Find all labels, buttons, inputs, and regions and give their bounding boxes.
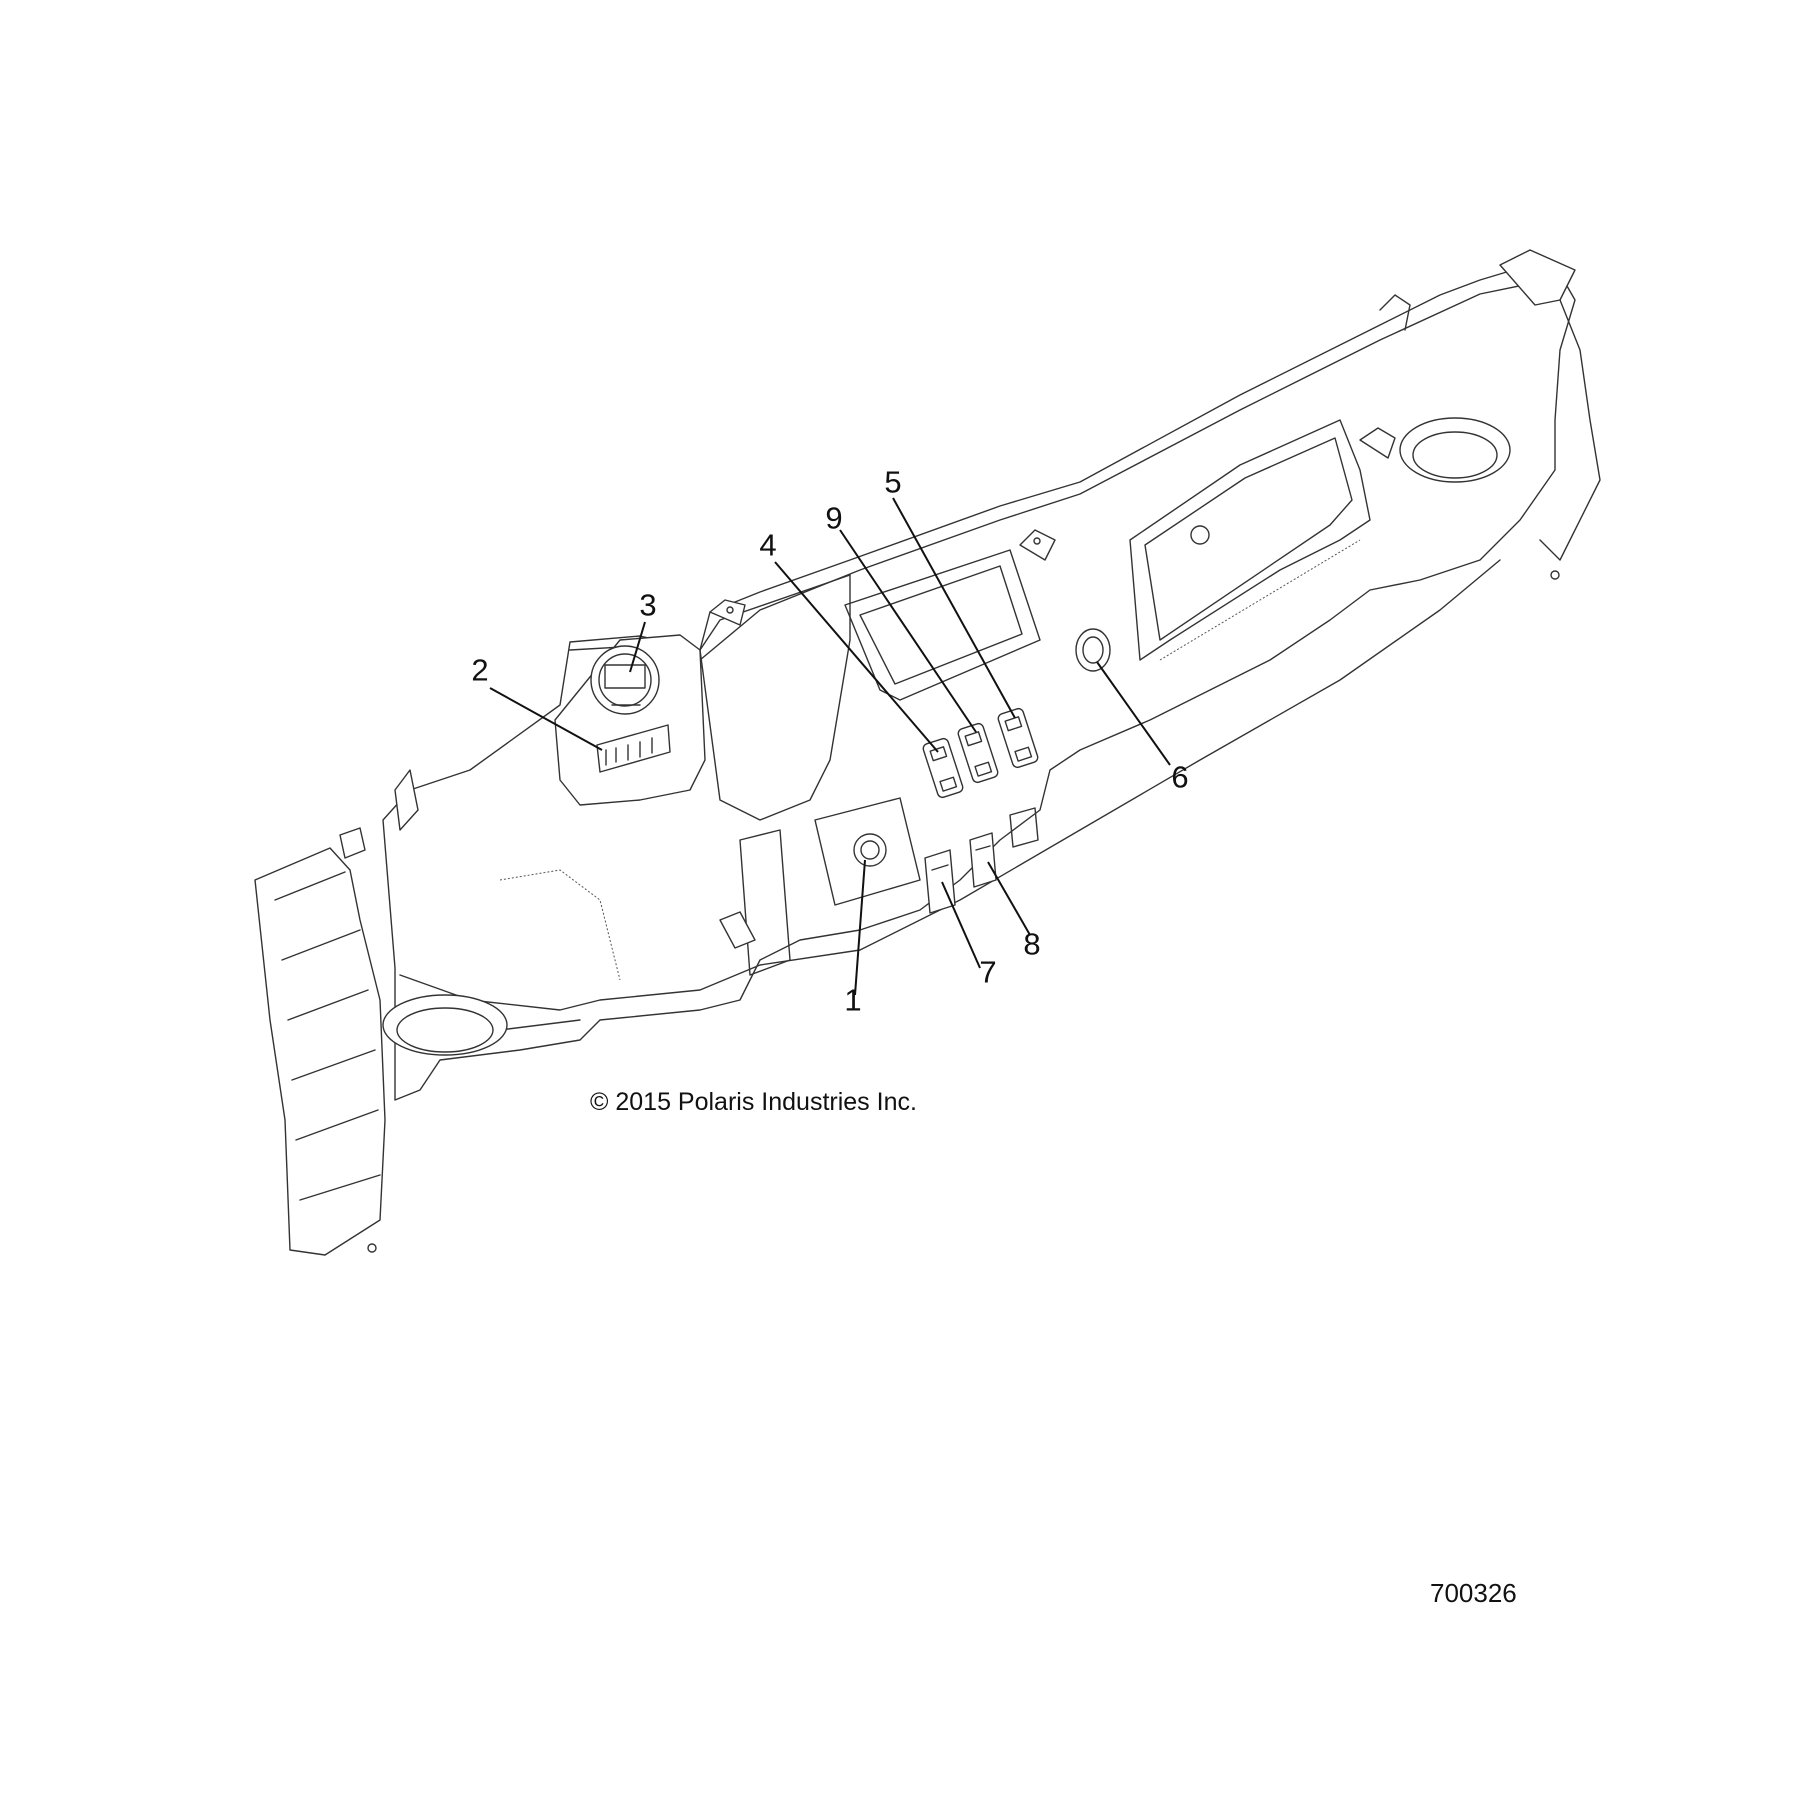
figure-id: 700326: [1430, 1578, 1517, 1608]
right-cup-holder: [1399, 417, 1511, 483]
callout-6: 6: [1171, 759, 1189, 795]
callout-2: 2: [471, 652, 489, 688]
callout-5: 5: [884, 464, 902, 500]
leader-5: [892, 497, 1016, 719]
callout-leaders: [489, 497, 1171, 996]
left-side-panel: [254, 769, 419, 1256]
rocker-switch-cluster: [922, 707, 1039, 799]
hidden-edges: [499, 539, 1361, 981]
callout-9: 9: [825, 500, 843, 536]
power-outlet: [1075, 628, 1111, 672]
lower-switch-panel: [814, 797, 1039, 914]
copyright-notice: © 2015 Polaris Industries Inc.: [590, 1088, 917, 1116]
leader-4: [774, 561, 939, 753]
right-side-panel: [1379, 249, 1601, 580]
glove-box-opening: [1129, 419, 1371, 661]
left-cup-holder: [382, 994, 508, 1056]
callout-3: 3: [639, 587, 657, 623]
leader-3: [629, 621, 646, 673]
callout-4: 4: [759, 527, 777, 563]
callout-1: 1: [844, 982, 862, 1018]
leader-6: [1096, 661, 1171, 766]
mounting-tabs: [709, 427, 1396, 949]
leader-1: [854, 859, 866, 996]
leader-8: [987, 861, 1031, 936]
callout-7: 7: [979, 954, 997, 990]
shift-indicator-decal: [596, 724, 671, 773]
leader-2: [489, 687, 603, 751]
leader-7: [941, 881, 981, 969]
callout-8: 8: [1023, 926, 1041, 962]
gauge-pod: [554, 634, 706, 806]
leader-9: [839, 529, 977, 733]
